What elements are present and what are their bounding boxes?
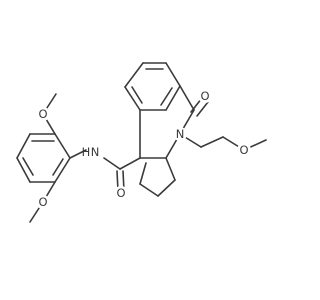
atom-label: O: [239, 143, 248, 157]
atom-label: O: [38, 107, 47, 121]
bond: [124, 62, 144, 88]
bond: [139, 183, 159, 197]
atom-bg: [237, 143, 251, 157]
bond: [69, 149, 87, 159]
atom-bg: [88, 145, 102, 159]
bond: [54, 133, 71, 159]
atom-bg: [198, 89, 212, 103]
atom-labels: O N H O O O N O: [36, 89, 251, 209]
atom-n-ring: N: [173, 127, 187, 141]
atom-o-ether: O: [237, 143, 251, 157]
atom-bg: [114, 186, 128, 200]
atom-o-methoxy-bottom: O: [36, 195, 50, 209]
bond: [179, 85, 195, 111]
bond: [16, 157, 31, 183]
bond: [160, 87, 173, 106]
atom-o-lactam: O: [198, 89, 212, 103]
bond: [131, 86, 143, 104]
bond: [165, 85, 181, 111]
bond: [165, 157, 176, 181]
atom-label: O: [38, 195, 47, 209]
bond: [200, 136, 224, 148]
atom-nh: N H: [82, 145, 102, 159]
bond: [16, 133, 31, 159]
bond: [52, 158, 64, 176]
bond: [196, 101, 209, 117]
atom-label: H: [82, 145, 91, 159]
atom-o-methoxy-top: O: [36, 107, 50, 121]
bond: [157, 179, 176, 197]
bond: [54, 157, 71, 183]
bond: [119, 157, 141, 170]
bond: [22, 157, 34, 176]
atom-bg: [36, 107, 50, 121]
atom-label: O: [116, 186, 125, 200]
atom-bg: [36, 195, 50, 209]
bond: [124, 86, 141, 111]
atom-label: O: [200, 89, 209, 103]
atom-o-amide: O: [114, 186, 128, 200]
bond: [139, 162, 147, 185]
atom-label: N: [91, 145, 100, 159]
atom-label: N: [176, 127, 185, 141]
molecule-structure-diagram: O N H O O O N O: [16, 62, 267, 223]
bond: [165, 62, 181, 87]
bond-lines: [16, 62, 267, 223]
bond: [103, 157, 121, 170]
atom-bg: [173, 127, 187, 141]
